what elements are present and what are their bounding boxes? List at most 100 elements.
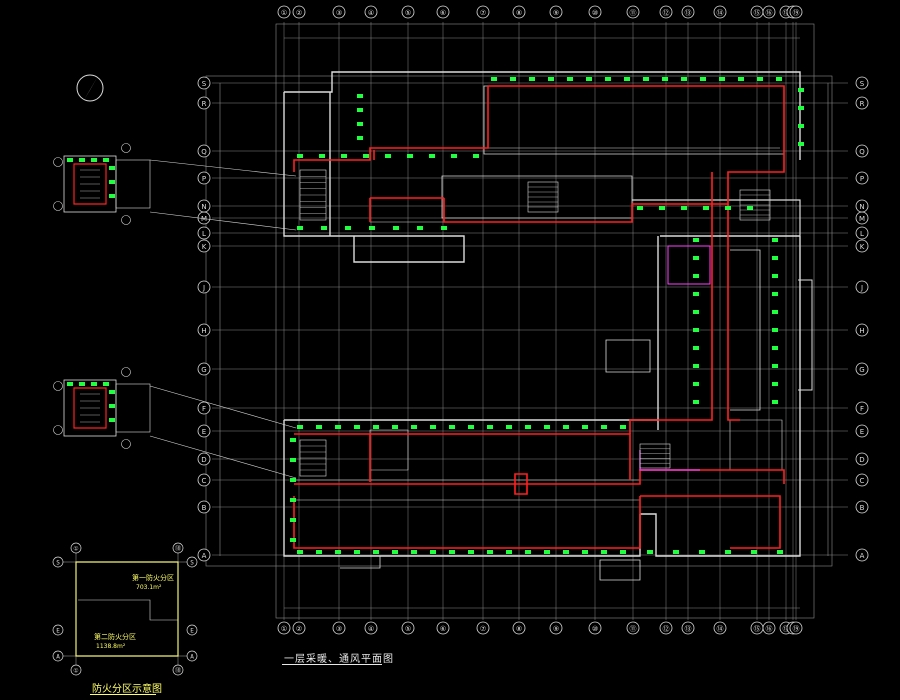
radiator <box>563 425 569 429</box>
stair-inset-plans <box>53 143 297 479</box>
radiator <box>703 206 709 210</box>
axis-bottom-label: ⑫ <box>663 625 670 633</box>
axis-top-label-circle <box>659 5 673 19</box>
fire-boundary-line <box>293 86 489 172</box>
axis-left-label-circle <box>197 323 211 337</box>
axis-bottom-label: ⑤ <box>405 625 411 633</box>
radiator <box>316 550 322 554</box>
axis-right-label: B <box>860 504 865 512</box>
axis-right-label-circle <box>855 452 869 466</box>
wall <box>483 85 785 155</box>
axis-right-label-circle <box>855 323 869 337</box>
leader-line <box>149 435 297 479</box>
radiator <box>725 206 731 210</box>
radiator <box>662 77 668 81</box>
key-axis-label: E <box>190 628 194 635</box>
inset-axis-circle <box>121 367 131 377</box>
radiator <box>586 77 592 81</box>
axis-top-label: ⑪ <box>630 9 637 17</box>
axis-bottom-label: ③ <box>336 625 342 633</box>
inset-axis-circle <box>53 157 63 167</box>
drawing-title: 一层采暖、通风平面图 <box>284 654 394 665</box>
radiator <box>290 438 296 442</box>
fire-zone-boundary <box>293 85 785 549</box>
radiator <box>719 77 725 81</box>
radiator <box>798 124 804 128</box>
axis-left-label-circle <box>197 452 211 466</box>
radiator <box>407 154 413 158</box>
inset-plan-north <box>53 143 151 225</box>
axis-top-label-circle <box>476 5 490 19</box>
axis-bottom-label: ⑪ <box>630 625 637 633</box>
wall <box>369 429 409 471</box>
axis-right-label: G <box>859 366 864 374</box>
wall <box>632 199 801 236</box>
axis-right-label: E <box>860 428 864 436</box>
axis-top-label-circle <box>588 5 602 19</box>
axis-right-label: F <box>860 405 864 413</box>
radiator <box>798 106 804 110</box>
axis-bottom-label-circle <box>476 621 490 635</box>
radiator <box>79 158 85 162</box>
fire-zone-key-title-underline <box>90 694 156 695</box>
axis-top-label-circle <box>549 5 563 19</box>
radiator <box>620 550 626 554</box>
radiator <box>772 292 778 296</box>
radiator <box>319 154 325 158</box>
radiator <box>357 94 363 98</box>
radiator <box>772 328 778 332</box>
fire-boundary-line <box>640 495 781 549</box>
radiator <box>544 425 550 429</box>
wall <box>729 419 783 471</box>
axis-right-label: L <box>860 230 864 238</box>
inset-fire-boundary <box>73 163 107 205</box>
radiator <box>643 77 649 81</box>
axis-right-label-circle <box>855 280 869 294</box>
axis-left-label-circle <box>197 199 211 213</box>
radiator <box>601 550 607 554</box>
radiator <box>357 122 363 126</box>
radiator <box>430 550 436 554</box>
axis-top-label-circle <box>436 5 450 19</box>
radiator <box>567 77 573 81</box>
axis-left-label-circle <box>197 96 211 110</box>
leader-line <box>149 211 297 231</box>
building-walls <box>283 71 813 581</box>
fire-boundary-line <box>514 473 528 495</box>
key-plan-divider <box>78 599 178 621</box>
radiator <box>582 550 588 554</box>
inset-axis-circle <box>121 439 131 449</box>
axis-left-label: M <box>201 215 207 223</box>
leader-line <box>149 159 297 177</box>
radiator <box>693 274 699 278</box>
stair <box>527 181 559 213</box>
radiator <box>321 226 327 230</box>
axis-bottom-label: ⑦ <box>480 625 486 633</box>
radiator <box>290 478 296 482</box>
radiator <box>373 425 379 429</box>
inset-axis-circle <box>121 215 131 225</box>
radiator <box>357 108 363 112</box>
key-axis-label: A <box>190 654 194 661</box>
radiator <box>506 425 512 429</box>
fire-zone-key-title: 防火分区示意图 <box>92 684 162 695</box>
radiator <box>363 154 369 158</box>
radiator <box>411 425 417 429</box>
axis-left-label: K <box>202 243 207 251</box>
key-axis-circle <box>172 664 184 676</box>
radiator <box>91 158 97 162</box>
wall <box>605 339 651 373</box>
radiator <box>491 77 497 81</box>
north-arrow-icon <box>76 74 104 102</box>
axis-bottom-label-circle <box>549 621 563 635</box>
axis-right-label-circle <box>855 473 869 487</box>
radiator <box>700 77 706 81</box>
wall <box>283 420 641 557</box>
axis-left-label-circle <box>197 144 211 158</box>
axis-top-label: ③ <box>336 9 342 17</box>
axis-bottom-label-circle <box>292 621 306 635</box>
axis-left-label: P <box>202 175 206 183</box>
radiator <box>605 77 611 81</box>
axis-top-label: ⑤ <box>405 9 411 17</box>
axis-right-label: Q <box>859 148 865 156</box>
